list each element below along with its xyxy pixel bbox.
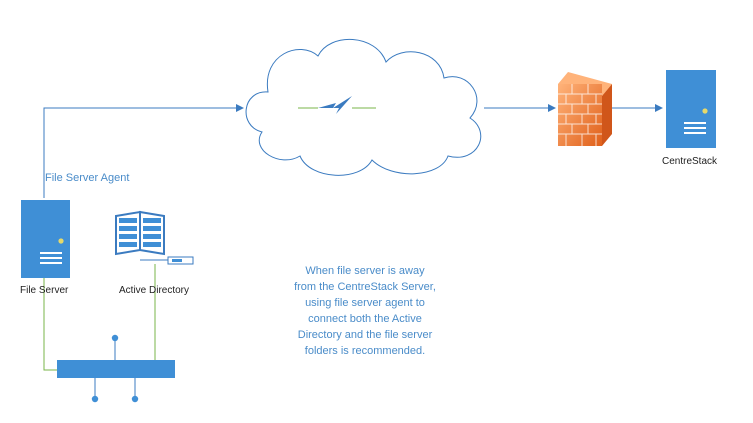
- recommendation-note: When file server is away from the Centre…: [262, 263, 468, 359]
- directory-book-icon: [115, 210, 194, 265]
- active-directory-label: Active Directory: [119, 285, 190, 296]
- note-line: When file server is away: [305, 265, 425, 277]
- cloud-icon: [245, 38, 482, 176]
- network-switch-icon: [57, 334, 175, 403]
- file-server-to-switch-connector: [43, 278, 57, 371]
- note-line: connect both the Active: [308, 313, 422, 325]
- firewall-icon: [558, 72, 612, 146]
- lightning-icon: [298, 96, 376, 114]
- centrestack-label: CentreStack: [662, 156, 718, 167]
- file-server-icon: [21, 200, 70, 278]
- note-line: folders is recommended.: [304, 345, 426, 357]
- note-line: using file server agent to: [305, 297, 425, 309]
- file-server-label: File Server: [20, 285, 69, 296]
- agent-to-cloud-connector: [43, 104, 244, 198]
- note-line: Directory and the file server: [297, 329, 433, 341]
- file-server-agent-label: File Server Agent: [45, 172, 130, 184]
- centrestack-server-icon: [666, 70, 716, 148]
- note-line: from the CentreStack Server,: [294, 281, 436, 293]
